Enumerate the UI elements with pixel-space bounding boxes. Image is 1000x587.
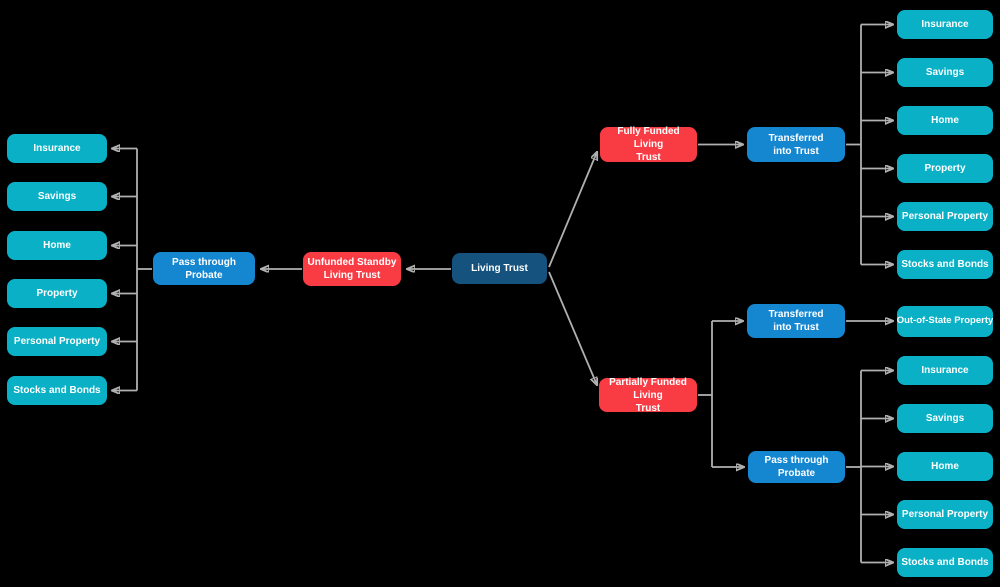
node-label: Insurance [921, 19, 969, 30]
node-label: Fully Funded Living Trust [617, 126, 680, 163]
node-label: Living Trust [471, 263, 528, 274]
node-fully-funded-living-trust[interactable]: Fully Funded Living Trust [600, 126, 697, 163]
node-pass-through-probate-left[interactable]: Pass through Probate [153, 252, 255, 285]
node-asset-property-left[interactable]: Property [7, 279, 107, 308]
left-branch-connectors [112, 149, 451, 391]
node-label: Transferred into Trust [768, 132, 824, 157]
node-asset-savings-top-right[interactable]: Savings [897, 58, 993, 87]
node-asset-stocks-and-bonds-top-right[interactable]: Stocks and Bonds [897, 250, 993, 279]
node-pass-through-probate-bottom[interactable]: Pass through Probate [748, 451, 845, 483]
node-asset-stocks-and-bonds-left[interactable]: Stocks and Bonds [7, 376, 107, 405]
node-living-trust[interactable]: Living Trust [452, 253, 547, 284]
node-label: Personal Property [901, 211, 989, 222]
node-label: Savings [925, 413, 965, 424]
node-label: Insurance [921, 365, 969, 376]
node-label: Property [36, 288, 78, 299]
node-label: Savings [37, 191, 77, 202]
node-asset-stocks-and-bonds-bottom-right[interactable]: Stocks and Bonds [897, 548, 993, 577]
node-label: Home [931, 461, 959, 472]
node-label: Unfunded Standby Living Trust [307, 257, 397, 281]
node-asset-savings-left[interactable]: Savings [7, 182, 107, 211]
node-label: Insurance [33, 143, 81, 154]
node-label: Personal Property [901, 509, 989, 520]
node-label: Property [924, 163, 966, 174]
node-label: Transferred into Trust [768, 309, 824, 333]
top-right-branch-connectors [548, 25, 893, 268]
node-label: Home [43, 240, 71, 251]
bottom-right-branch-connectors [548, 271, 893, 563]
node-asset-personal-property-top-right[interactable]: Personal Property [897, 202, 993, 231]
node-asset-insurance-bottom-right[interactable]: Insurance [897, 356, 993, 385]
node-asset-home-top-right[interactable]: Home [897, 106, 993, 135]
node-asset-insurance-top-right[interactable]: Insurance [897, 10, 993, 39]
node-asset-personal-property-left[interactable]: Personal Property [7, 327, 107, 356]
node-label: Stocks and Bonds [13, 385, 101, 396]
node-asset-property-top-right[interactable]: Property [897, 154, 993, 183]
node-transferred-into-trust-bottom[interactable]: Transferred into Trust [747, 304, 845, 338]
node-asset-savings-bottom-right[interactable]: Savings [897, 404, 993, 433]
node-label: Stocks and Bonds [901, 557, 989, 568]
node-label: Pass through Probate [172, 256, 236, 281]
node-asset-home-left[interactable]: Home [7, 231, 107, 260]
node-label: Personal Property [13, 336, 101, 347]
node-asset-out-of-state-property[interactable]: Out-of-State Property [897, 306, 993, 337]
node-label: Home [931, 115, 959, 126]
node-unfunded-standby-living-trust[interactable]: Unfunded Standby Living Trust [303, 252, 401, 286]
node-partially-funded-living-trust[interactable]: Partially Funded Living Trust [599, 376, 697, 414]
node-transferred-into-trust-top[interactable]: Transferred into Trust [747, 127, 845, 162]
node-label: Stocks and Bonds [901, 259, 989, 270]
node-asset-personal-property-bottom-right[interactable]: Personal Property [897, 500, 993, 529]
node-asset-home-bottom-right[interactable]: Home [897, 452, 993, 481]
node-asset-insurance-left[interactable]: Insurance [7, 134, 107, 163]
node-label: Pass through Probate [764, 455, 829, 479]
node-label: Partially Funded Living Trust [609, 376, 687, 414]
node-label: Out-of-State Property [896, 315, 994, 327]
node-label: Savings [925, 67, 965, 78]
